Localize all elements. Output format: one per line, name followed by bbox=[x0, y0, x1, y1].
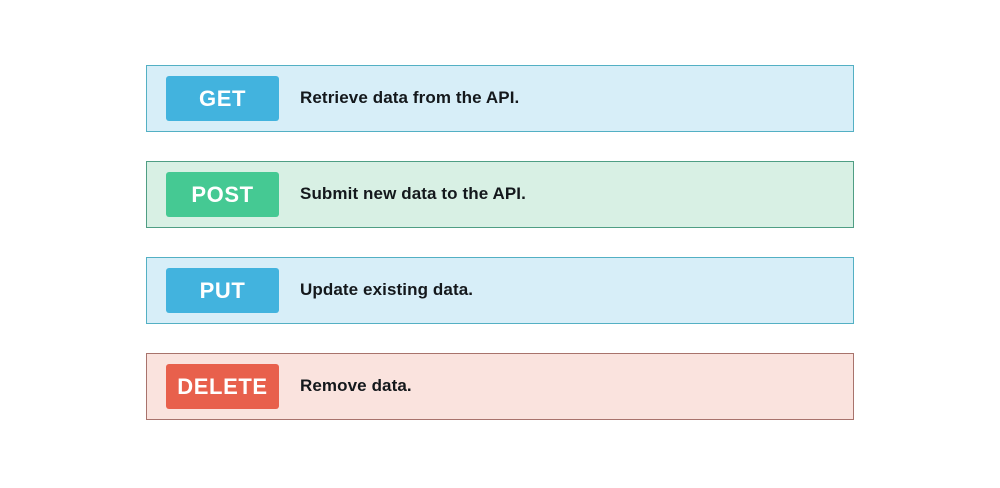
method-description: Submit new data to the API. bbox=[300, 184, 526, 204]
method-badge-put: PUT bbox=[166, 268, 279, 313]
method-description: Remove data. bbox=[300, 376, 412, 396]
method-badge-label: POST bbox=[191, 181, 254, 207]
method-row: PUT Update existing data. bbox=[146, 257, 854, 324]
method-row: DELETE Remove data. bbox=[146, 353, 854, 420]
method-row: POST Submit new data to the API. bbox=[146, 161, 854, 228]
method-row: GET Retrieve data from the API. bbox=[146, 65, 854, 132]
method-badge-get: GET bbox=[166, 76, 279, 121]
method-description: Update existing data. bbox=[300, 280, 474, 300]
method-badge-label: PUT bbox=[199, 277, 246, 303]
method-badge-label: DELETE bbox=[177, 373, 268, 399]
method-badge-post: POST bbox=[166, 172, 279, 217]
http-methods-legend: GET Retrieve data from the API. POST Sub… bbox=[146, 65, 854, 420]
method-description: Retrieve data from the API. bbox=[300, 88, 520, 108]
method-badge-label: GET bbox=[198, 85, 247, 111]
method-badge-delete: DELETE bbox=[166, 364, 279, 409]
